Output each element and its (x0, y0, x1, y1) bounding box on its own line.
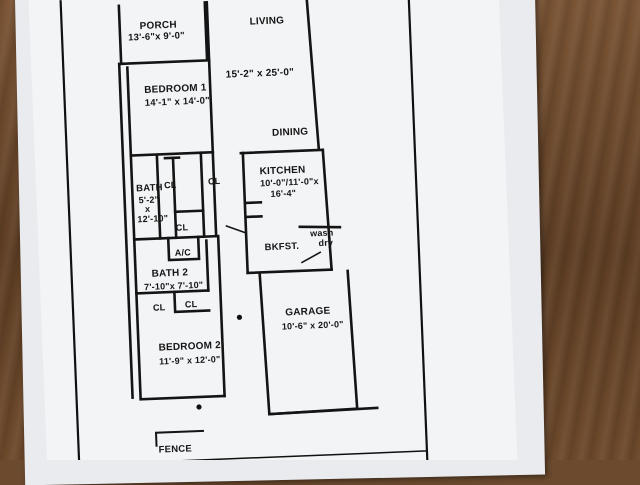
floor-plan-drawing: PORCH 13'-6"x 9'-0" LIVING 15'-2" x 25'-… (27, 0, 519, 460)
bath2-label: BATH 2 (151, 267, 188, 279)
bath-label: BATH (136, 182, 163, 194)
ac-label: A/C (175, 247, 192, 258)
kitchen-label: KITCHEN (259, 165, 305, 178)
closet-label-e: CL (185, 299, 198, 310)
living-right-wall (305, 0, 321, 150)
outlet-dot (236, 314, 243, 320)
porch-walls (117, 1, 209, 66)
door-swing-hall (225, 225, 247, 234)
bath2-dims: 7'-10"x 7'-10" (144, 280, 204, 292)
hall-left-wall (211, 150, 218, 238)
wash-label: wash (309, 227, 334, 238)
garage-door-line (267, 406, 379, 416)
bath-dims-2: x (145, 204, 151, 214)
bedroom2-right-wall (216, 234, 226, 398)
closet-wall-2 (199, 151, 206, 239)
bath-bottom-wall (132, 234, 218, 241)
kitchen-top-wall (239, 148, 325, 155)
closet-label-d: CL (153, 302, 166, 313)
bath2-bottom-wall (135, 289, 210, 295)
fence-line (154, 429, 205, 447)
kitchen-right-wall (321, 148, 333, 271)
outlet-dot-2 (196, 404, 202, 410)
outer-wall-left (117, 62, 134, 400)
bedroom2-label: BEDROOM 2 (158, 340, 221, 354)
fence-label: FENCE (158, 443, 192, 455)
door-swing-laundry (300, 251, 322, 264)
bedroom1-right-wall (207, 58, 215, 154)
living-left-wall (205, 1, 211, 62)
bedroom1-dims: 14'-1" x 14'-0" (145, 95, 211, 109)
laundry-wall (298, 225, 342, 229)
bedroom1-label: BEDROOM 1 (144, 82, 207, 96)
living-dims: 15'-2" x 25'-0" (225, 67, 294, 81)
kitchen-dims-2: 16'-4" (270, 188, 296, 199)
outer-wall-left-inner (125, 66, 142, 399)
closet-shelf (173, 209, 205, 214)
page-border-left (59, 0, 82, 460)
breakfast-label: BKFST. (264, 241, 299, 253)
ac-closet (166, 235, 201, 262)
kitchen-dims-1: 10'-0"/11'-0"x (260, 176, 319, 188)
closet-bedroom2 (173, 290, 211, 314)
paper-sheet (27, 0, 519, 460)
living-label: LIVING (249, 15, 284, 27)
bath-dims-3: 12'-10" (137, 213, 168, 224)
closet-label-a: CL (164, 180, 177, 191)
dining-label: DINING (272, 126, 309, 138)
closet-wall-1 (171, 156, 178, 240)
porch-dims: 13'-6"x 9'-0" (128, 30, 185, 43)
garage-label: GARAGE (285, 306, 331, 319)
page-border-bottom (79, 450, 427, 460)
kitchen-left-wall (241, 151, 250, 275)
bath2-right-wall (204, 239, 210, 292)
bath-dims-1: 5'-2" (138, 194, 159, 205)
garage-dims: 10'-6" x 20'-0" (282, 319, 344, 331)
closet-label-b: CL (208, 176, 221, 187)
bath-right-wall (155, 155, 162, 240)
bedroom2-bottom-wall (139, 394, 226, 401)
kitchen-bottom-wall (246, 268, 333, 275)
bedroom2-dims: 11'-9" x 12'-0" (159, 354, 221, 366)
bedroom1-bottom-wall (129, 150, 215, 157)
dry-label: dry (318, 237, 333, 248)
page-border-right (407, 0, 430, 460)
closet-label-c: CL (176, 222, 189, 233)
kitchen-pantry (245, 201, 263, 219)
porch-label: PORCH (139, 20, 177, 32)
